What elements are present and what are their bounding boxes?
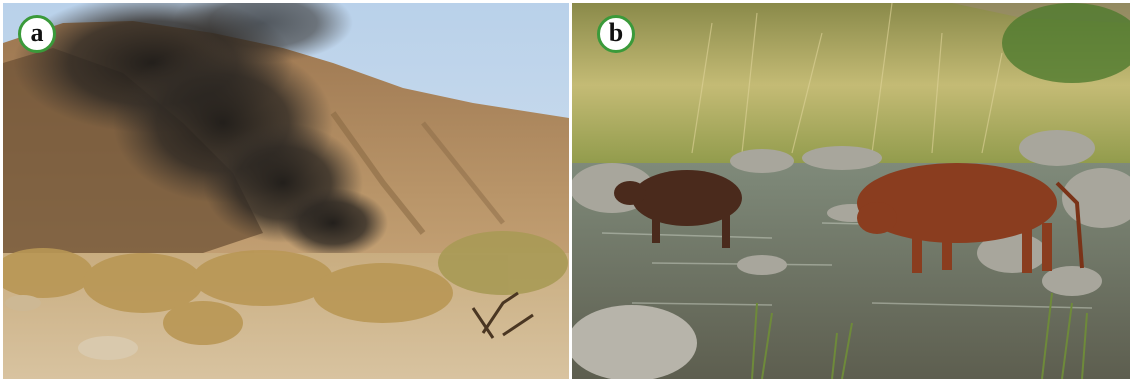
river-cattle-photo <box>572 3 1130 379</box>
dead-branches <box>471 291 534 339</box>
photo-panel-b: b <box>572 3 1130 379</box>
panel-label-a: a <box>18 15 56 53</box>
dry-shrubs <box>3 231 568 345</box>
photo-panel-a: a <box>3 3 569 379</box>
river-rocks <box>572 130 1130 379</box>
desert-smoke-photo <box>3 3 569 379</box>
panel-label-b: b <box>597 15 635 53</box>
brown-cow <box>857 163 1084 273</box>
foreground-grass <box>751 292 1088 379</box>
dark-cow <box>614 170 742 248</box>
